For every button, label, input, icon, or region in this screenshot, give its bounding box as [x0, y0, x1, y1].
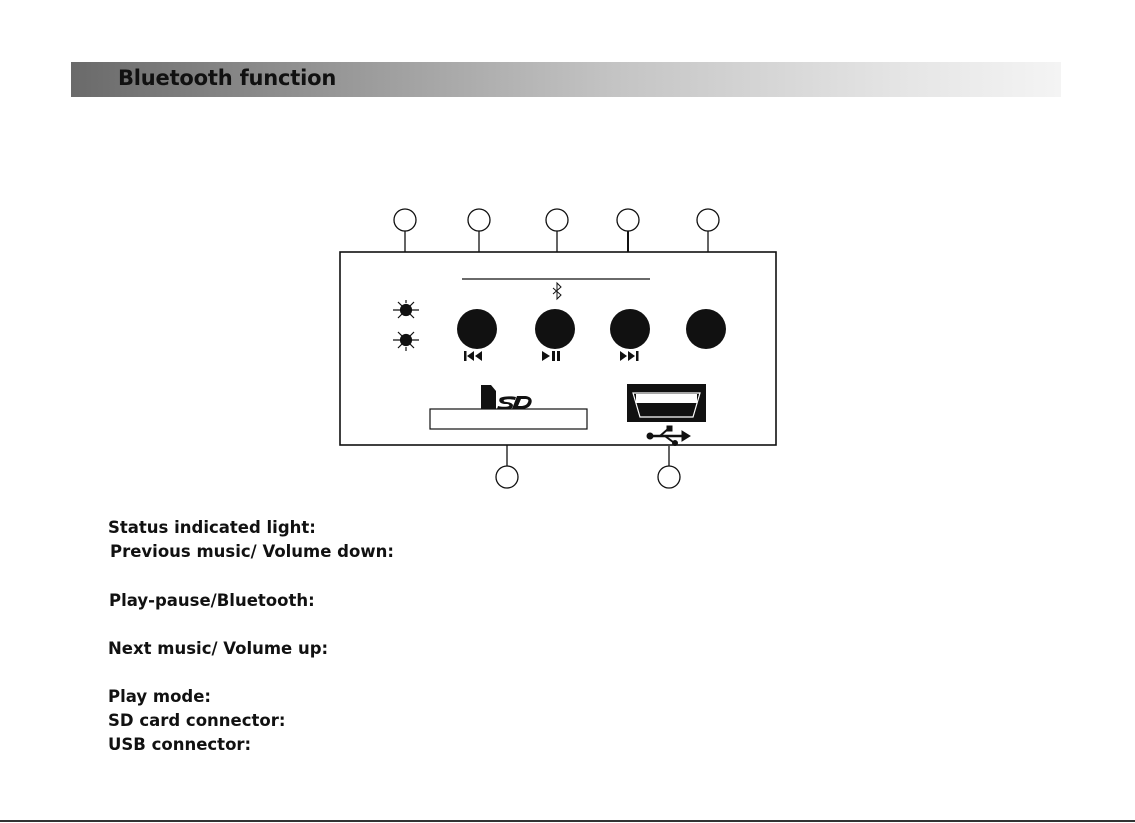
play-pause-icon	[542, 351, 560, 361]
play-pause-button	[535, 309, 575, 349]
callout-circle-6	[496, 466, 518, 488]
callout-circle-3	[546, 209, 568, 231]
legend-usb: USB connector:	[108, 735, 251, 754]
callout-leaders-bottom	[507, 445, 669, 466]
sd-card-icon	[481, 385, 532, 410]
bottom-rule	[0, 820, 1135, 822]
previous-track-icon	[464, 351, 482, 361]
mode-button	[686, 309, 726, 349]
usb-icon	[647, 426, 690, 446]
usb-port	[627, 384, 706, 422]
callout-circle-1	[394, 209, 416, 231]
legend-play-pause: Play-pause/Bluetooth:	[109, 591, 315, 610]
previous-button	[457, 309, 497, 349]
legend-next: Next music/ Volume up:	[108, 639, 328, 658]
callout-circle-5	[697, 209, 719, 231]
callout-leaders-top	[405, 231, 708, 252]
callout-circle-7	[658, 466, 680, 488]
callout-circle-4	[617, 209, 639, 231]
next-track-icon	[620, 351, 639, 361]
legend-play-mode: Play mode:	[108, 687, 211, 706]
bluetooth-icon	[553, 283, 561, 299]
legend-status-light: Status indicated light:	[108, 518, 316, 537]
legend-sd-card: SD card connector:	[108, 711, 285, 730]
next-button	[610, 309, 650, 349]
status-light-icon-2	[393, 332, 419, 351]
callout-circles-top	[394, 209, 719, 231]
sd-card-slot	[430, 409, 587, 429]
legend-previous: Previous music/ Volume down:	[110, 542, 394, 561]
callout-circle-2	[468, 209, 490, 231]
callout-circles-bottom	[496, 466, 680, 488]
status-light-icon	[393, 300, 419, 318]
